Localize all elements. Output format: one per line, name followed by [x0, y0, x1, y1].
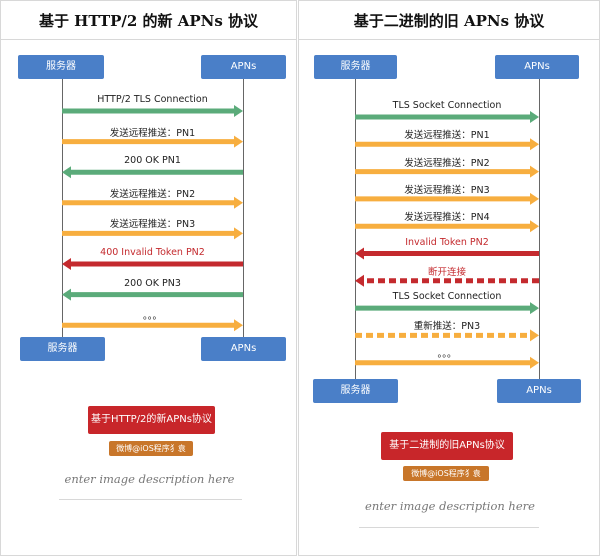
apns-node-bottom: APNs	[497, 379, 581, 403]
message-arrow-head	[234, 319, 243, 332]
server-lifeline	[355, 79, 356, 379]
caption-badge: 基于二进制的旧APNs协议	[381, 432, 513, 460]
message-label: 重新推送：PN3	[413, 321, 481, 333]
title-divider	[299, 39, 599, 40]
apns-node-bottom: APNs	[201, 337, 286, 361]
message-label: HTTP/2 TLS Connection	[97, 94, 208, 105]
caption-badge: 基于HTTP/2的新APNs协议	[88, 406, 215, 434]
message-label: 200 OK PN1	[124, 155, 181, 167]
message-arrow-head	[234, 196, 243, 209]
message-label: TLS Socket Connection	[392, 291, 502, 303]
image-description: enter image description here	[64, 472, 235, 486]
apns-node-top: APNs	[201, 55, 286, 79]
panel-http2: 基于 HTTP/2 的新 APNs 协议 服务器 APNs 服务器 APNs H…	[0, 0, 297, 556]
message-arrow-head	[530, 302, 539, 315]
message-arrow-head	[234, 135, 243, 148]
message-label: Invalid Token PN2	[405, 236, 489, 248]
message-arrow-head	[234, 227, 243, 240]
server-node-bottom: 服务器	[313, 379, 398, 403]
watermark-badge: 微博@iOS程序犭袁	[109, 441, 193, 456]
message-arrow-head	[234, 105, 243, 117]
panel-title: 基于 HTTP/2 的新 APNs 协议	[38, 12, 259, 30]
message-label: 发送远程推送：PN3	[109, 219, 196, 231]
description-rule	[59, 499, 242, 500]
message-label: TLS Socket Connection	[392, 100, 502, 111]
apns-node-top: APNs	[495, 55, 579, 79]
message-label: 断开连接	[427, 266, 466, 278]
message-arrow-head	[530, 138, 539, 151]
message-label: 400 Invalid Token PN2	[100, 247, 205, 258]
watermark-badge: 微博@iOS程序犭袁	[403, 466, 489, 481]
message-arrow-head	[62, 288, 71, 301]
image-description: enter image description here	[365, 499, 535, 513]
message-arrow-head	[530, 111, 539, 123]
message-label: 200 OK PN3	[124, 277, 181, 289]
server-node-top: 服务器	[314, 55, 397, 79]
message-arrow-head	[530, 329, 539, 342]
message-arrow-head	[530, 192, 539, 205]
apns-lifeline	[243, 79, 244, 337]
message-arrows	[62, 105, 243, 332]
message-label: 发送远程推送：PN3	[404, 184, 490, 196]
message-label: 发送远程推送：PN4	[404, 212, 490, 224]
message-arrows	[355, 111, 539, 369]
server-lifeline	[62, 79, 63, 337]
message-label: 发送远程推送：PN1	[109, 127, 196, 139]
message-arrow-head	[62, 258, 71, 270]
message-label: 发送远程推送：PN2	[109, 188, 196, 200]
panel-title: 基于二进制的旧 APNs 协议	[353, 12, 545, 30]
message-arrow-head	[355, 274, 364, 287]
message-arrow-head	[530, 356, 539, 369]
server-node-bottom: 服务器	[20, 337, 105, 361]
apns-lifeline	[539, 79, 540, 379]
message-arrow-head	[62, 166, 71, 179]
message-label: 。。。	[437, 348, 457, 360]
message-arrow-head	[530, 165, 539, 178]
message-arrow-head	[355, 247, 364, 260]
title-divider	[1, 39, 296, 40]
message-label: 。。。	[142, 311, 162, 323]
message-label: 发送远程推送：PN2	[404, 157, 490, 169]
message-label: 发送远程推送：PN1	[404, 130, 490, 142]
panel-binary: 基于二进制的旧 APNs 协议 服务器 APNs 服务器 APNs TLS So…	[298, 0, 600, 556]
message-arrow-head	[530, 220, 539, 233]
description-rule	[359, 527, 539, 528]
server-node-top: 服务器	[18, 55, 104, 79]
